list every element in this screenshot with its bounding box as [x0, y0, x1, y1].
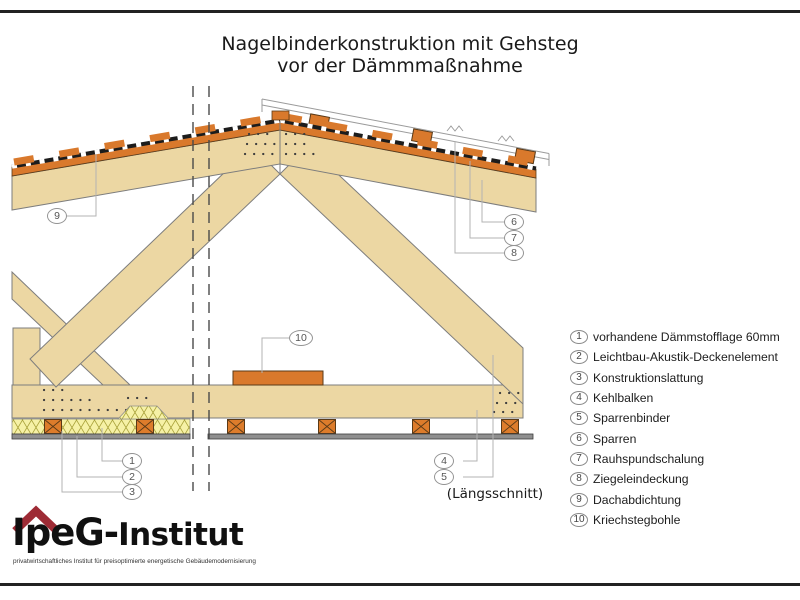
callout-5: 5	[434, 469, 454, 485]
legend-item-number: 4	[570, 391, 588, 406]
legend-item-label: Kriechstegbohle	[593, 512, 681, 527]
legend-item: 4 Kehlbalken	[570, 388, 798, 408]
construction-batten	[45, 420, 62, 434]
section-view-label: (Längsschnitt)	[446, 486, 544, 502]
legend-item: 1 vorhandene Dämmstofflage 60mm	[570, 327, 798, 347]
logo-text: IpeG-Institut	[12, 511, 244, 554]
legend-item-number: 2	[570, 350, 588, 365]
legend-item-label: Kehlbalken	[593, 391, 654, 406]
logo-name-part1: IpeG-	[12, 511, 119, 554]
ridge-batten	[271, 110, 290, 121]
legend-item-number: 8	[570, 472, 588, 487]
callout-6: 6	[504, 214, 524, 230]
nail-plates	[42, 132, 521, 414]
callout-8: 8	[504, 245, 524, 261]
roof-right	[271, 110, 537, 213]
legend-item-number: 5	[570, 411, 588, 426]
logo-tagline: privatwirtschaftliches Institut für prei…	[13, 558, 256, 565]
construction-batten	[413, 420, 430, 434]
legend-item: 8 Ziegeleindeckung	[570, 469, 798, 489]
legend-item-label: Konstruktionslattung	[593, 370, 704, 385]
legend-item-label: Sparrenbinder	[593, 411, 671, 426]
callout-1: 1	[122, 453, 142, 469]
crawl-board	[232, 370, 324, 386]
logo-name-part2: Institut	[118, 517, 244, 553]
legend-item-label: Rauhspundschalung	[593, 451, 705, 466]
legend-item-number: 10	[570, 512, 588, 527]
callout-3: 3	[122, 484, 142, 500]
legend-item-label: Leichtbau-Akustik-Deckenelement	[593, 350, 778, 365]
construction-batten	[228, 420, 245, 434]
bottom-border-rule	[0, 583, 800, 586]
callout-7: 7	[504, 230, 524, 246]
legend-item-number: 6	[570, 431, 588, 446]
legend-item-number: 3	[570, 370, 588, 385]
top-border-rule	[0, 10, 800, 13]
section-break-lines	[192, 86, 210, 491]
callout-4: 4	[434, 453, 454, 469]
tile-covering-outline	[261, 98, 550, 166]
logo-roof-icon	[12, 505, 60, 534]
construction-batten	[137, 420, 154, 434]
ceiling-deck-right	[207, 433, 534, 440]
legend-item-label: Ziegeleindeckung	[593, 472, 689, 487]
legend-item-number: 9	[570, 492, 588, 507]
legend-item: 10 Kriechstegbohle	[570, 510, 798, 530]
construction-batten	[502, 420, 519, 434]
ceiling-assembly-right	[207, 420, 534, 440]
legend-item: 3 Konstruktionslattung	[570, 368, 798, 388]
ceiling-assembly-left	[11, 405, 191, 440]
page-title-line1: Nagelbinderkonstruktion mit Gehsteg	[221, 33, 579, 55]
legend-item-label: Dachabdichtung	[593, 492, 682, 507]
construction-batten	[319, 420, 336, 434]
legend-item-label: vorhandene Dämmstofflage 60mm	[593, 330, 780, 345]
callout-leader-lines	[61, 141, 505, 493]
callout-10: 10	[289, 330, 313, 346]
callout-9: 9	[47, 208, 67, 224]
page-title: Nagelbinderkonstruktion mit Gehsteg vor …	[0, 33, 800, 77]
legend-item: 6 Sparren	[570, 428, 798, 448]
legend-item-number: 7	[570, 451, 588, 466]
callout-2: 2	[122, 469, 142, 485]
legend-item: 9 Dachabdichtung	[570, 489, 798, 509]
ceiling-deck-left	[11, 433, 191, 440]
legend: 1 vorhandene Dämmstofflage 60mm 2 Leichtbau…	[570, 327, 798, 530]
collar-beam	[11, 384, 524, 419]
roof-left	[11, 112, 281, 211]
legend-item: 5 Sparrenbinder	[570, 408, 798, 428]
page-title-line2: vor der Dämmmaßnahme	[277, 55, 523, 77]
legend-item-number: 1	[570, 330, 588, 345]
legend-item-label: Sparren	[593, 431, 637, 446]
legend-item: 7 Rauhspundschalung	[570, 449, 798, 469]
legend-item: 2 Leichtbau-Akustik-Deckenelement	[570, 347, 798, 367]
